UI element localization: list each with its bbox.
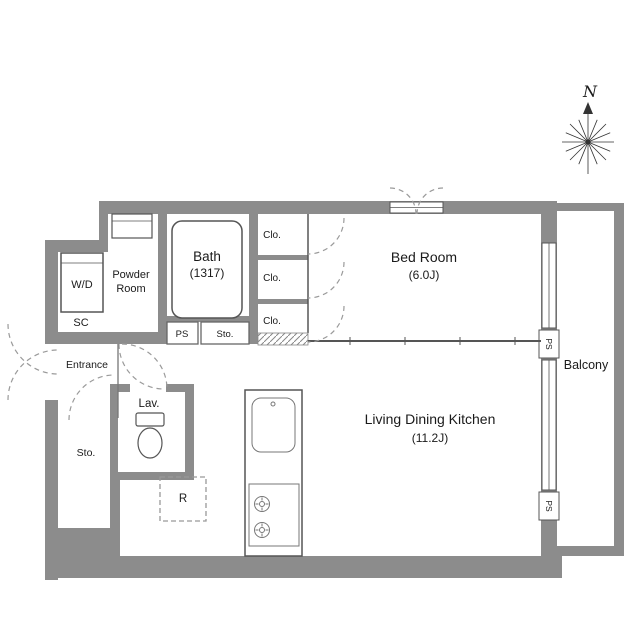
door-swing-arc — [118, 343, 165, 390]
washer-dryer-label: W/D — [71, 279, 92, 291]
door-swing-arc — [307, 217, 345, 255]
balcony-label: Balcony — [564, 358, 609, 372]
walls — [45, 201, 624, 580]
bath-size-label: (1317) — [190, 266, 225, 280]
wall-segment — [45, 556, 562, 578]
vanity-counter — [111, 213, 153, 239]
wall-segment — [110, 472, 194, 480]
refrigerator-space — [159, 476, 207, 522]
toilet-tank — [135, 412, 165, 427]
wall-segment — [99, 201, 108, 252]
wall-segment — [158, 214, 167, 344]
pipe-space-box — [538, 329, 560, 359]
bath-label: Bath — [193, 249, 221, 264]
storage-hall-label: Sto. — [217, 329, 234, 340]
door-swing-arc — [307, 305, 345, 343]
closet-divider — [258, 299, 308, 304]
door-swing-arc — [121, 343, 168, 390]
faucet-icon — [270, 401, 276, 407]
storage-box — [200, 321, 250, 345]
labels: N Bath (1317) Powder Room W/D SC Entranc… — [66, 82, 609, 512]
powder-room-label-line1: Powder — [112, 269, 150, 281]
closet-label-3: Clo. — [263, 316, 281, 327]
windows — [389, 201, 557, 491]
door-swing-arc — [307, 261, 345, 299]
pipe-space-balcony-upper-label: PS — [544, 338, 554, 350]
closet-label-2: Clo. — [263, 273, 281, 284]
partitions — [117, 214, 541, 418]
stove-burner-icon — [254, 522, 270, 538]
north-arrow-icon — [583, 102, 593, 114]
shoe-closet-label: SC — [73, 317, 88, 329]
balcony-wall-bottom — [557, 546, 624, 556]
door-swing-arc — [389, 187, 417, 215]
balcony-wall-top — [557, 203, 624, 211]
lavatory-label: Lav. — [139, 398, 160, 410]
bedroom-size-label: (6.0J) — [409, 268, 440, 282]
refrigerator-label: R — [179, 493, 187, 505]
door-swing-arc — [7, 349, 59, 401]
door-swing-arc — [68, 374, 115, 421]
wall-segment — [158, 316, 258, 322]
pipe-space-hall-label: PS — [176, 329, 189, 340]
wall-segment — [249, 214, 258, 344]
wall-segment — [110, 472, 120, 556]
ldk-label: Living Dining Kitchen — [365, 411, 496, 427]
wall-segment — [99, 201, 557, 214]
wall-segment — [58, 528, 120, 556]
bedroom-label: Bed Room — [391, 249, 457, 265]
storage-lower-label: Sto. — [77, 447, 96, 459]
compass-rose — [562, 102, 614, 174]
wall-segment — [110, 384, 118, 480]
wall-segment — [166, 384, 194, 392]
pipe-space-box — [538, 491, 560, 521]
door-swing-arc — [7, 323, 59, 375]
wall-segment — [185, 384, 194, 480]
hatch-area — [257, 332, 309, 346]
fixtures — [60, 213, 560, 557]
compass-north-label: N — [582, 82, 598, 101]
wall-segment — [110, 384, 130, 392]
wall-segment — [45, 240, 105, 252]
closet-label-1: Clo. — [263, 230, 281, 241]
wall-segment — [45, 332, 167, 344]
ldk-size-label: (11.2J) — [412, 431, 448, 445]
toilet-bowl — [137, 427, 163, 459]
balcony-wall-right — [614, 203, 624, 556]
entrance-label: Entrance — [66, 359, 108, 371]
door-swing-arc — [416, 187, 444, 215]
door-swings — [7, 187, 444, 421]
wall-segment — [45, 240, 58, 344]
powder-room-label-line2: Room — [116, 283, 145, 295]
bathtub — [171, 220, 243, 319]
pipe-space-balcony-lower-label: PS — [544, 500, 554, 512]
stove-burner-icon — [254, 496, 270, 512]
kitchen-sink — [251, 397, 296, 453]
pipe-space-box — [166, 321, 199, 345]
closet-divider — [258, 255, 308, 260]
wall-segment — [45, 400, 58, 580]
stove — [248, 483, 300, 547]
